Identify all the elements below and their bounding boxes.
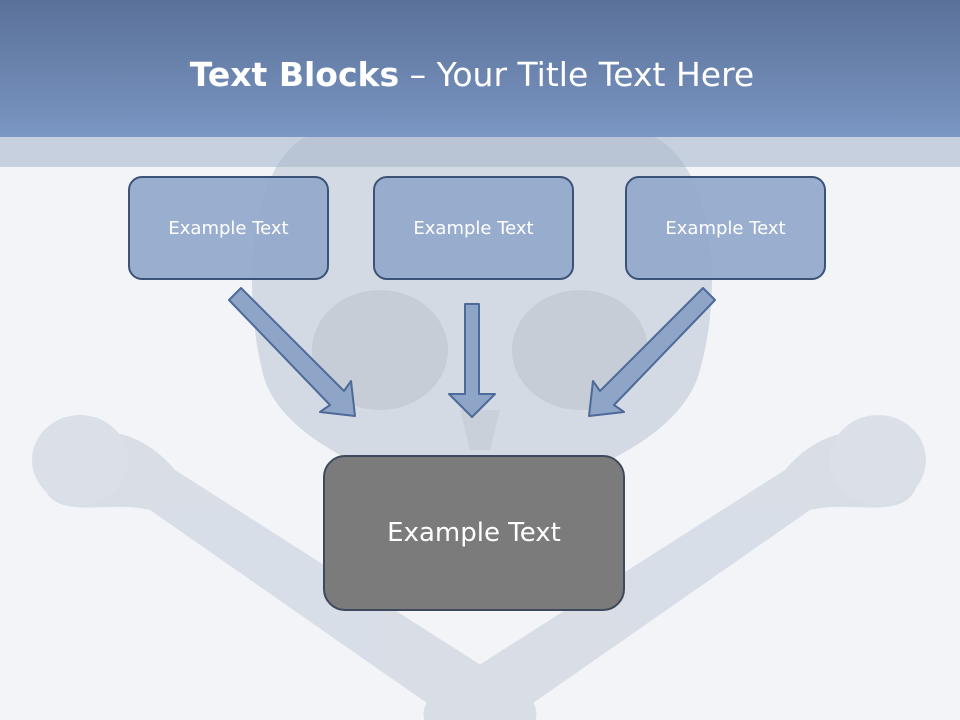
eye-socket-left: [312, 290, 448, 410]
slide-title-bold: Text Blocks: [189, 55, 400, 94]
arrow-center: [448, 303, 496, 418]
text-block-3-label: Example Text: [665, 217, 786, 239]
text-block-2-label: Example Text: [413, 217, 534, 239]
bone-left: [39, 432, 537, 720]
arrow-right: [588, 287, 716, 417]
target-block-label: Example Text: [387, 518, 561, 548]
target-block[interactable]: Example Text: [323, 455, 625, 611]
slide-title-rest: – Your Title Text Here: [399, 55, 755, 94]
text-block-3[interactable]: Example Text: [625, 176, 826, 280]
slide-title: Text Blocks – Your Title Text Here: [0, 52, 944, 98]
arrow-left: [228, 287, 356, 417]
title-bar: [0, 0, 960, 137]
title-sub-band: [0, 137, 960, 167]
text-block-1-label: Example Text: [168, 217, 289, 239]
bone-right: [423, 432, 921, 720]
text-block-2[interactable]: Example Text: [373, 176, 574, 280]
text-block-1[interactable]: Example Text: [128, 176, 329, 280]
